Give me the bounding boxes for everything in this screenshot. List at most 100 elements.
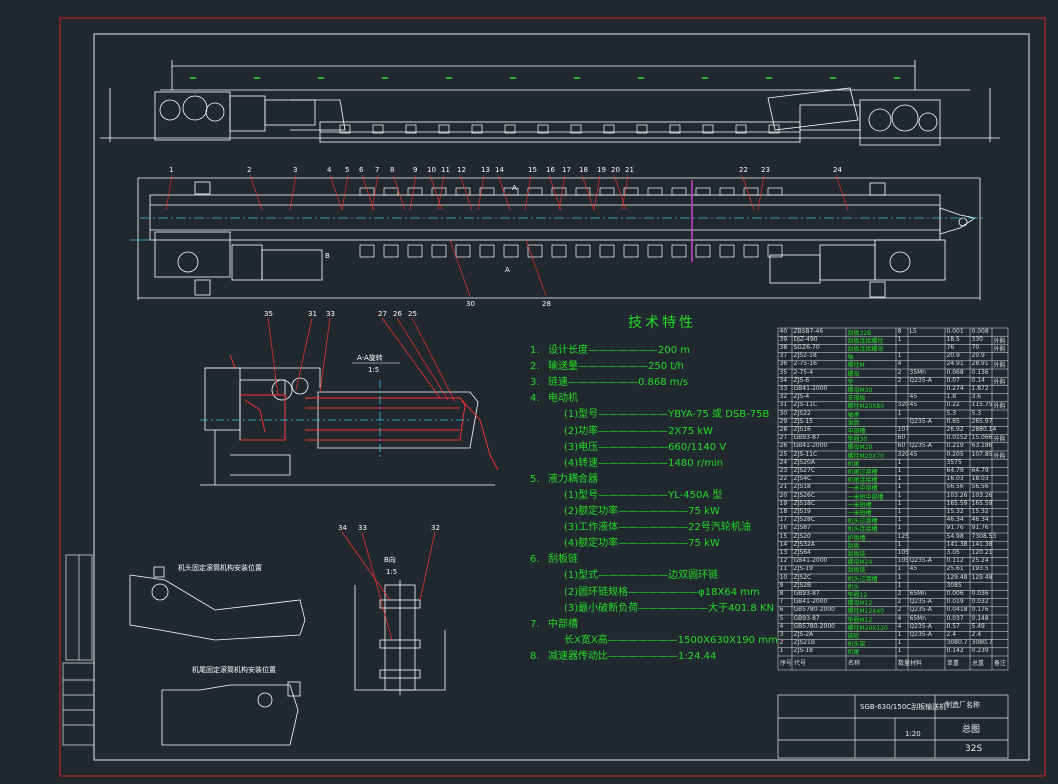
title-block-company: 制造厂名称 [945, 701, 980, 709]
bom-cell: 3.05 [946, 548, 960, 556]
bom-cell: 107 [897, 425, 909, 433]
bom-cell: 16 [779, 524, 788, 532]
bom-cell: 10 [779, 573, 788, 581]
bom-cell: 30 [779, 409, 788, 417]
bom-cell: 165.59 [946, 499, 968, 507]
spec-leader-dash: ——————— [618, 506, 689, 517]
bom-cell: 32 [779, 393, 788, 401]
part-label: 5 [345, 166, 349, 174]
leader-line [621, 174, 629, 211]
spec-label: 减速器传动比 [548, 650, 608, 662]
bom-cell: Q235-A [909, 622, 932, 630]
bom-cell: 103.26 [946, 491, 968, 499]
bom-cell: ZJS18 [793, 483, 811, 491]
bom-cell: 0.032 [971, 598, 989, 606]
bom-cell: 螺母M24 [847, 559, 873, 567]
spec-value: 75 kW [688, 538, 720, 550]
spec-value: φ18X64 mm [698, 586, 760, 598]
bom-cell: 24 [779, 458, 788, 466]
spec-label: 链速 [548, 377, 568, 389]
spec-leader-dash: ——————— [598, 457, 669, 469]
tail-detail [161, 681, 301, 746]
bom-cell: 机尾 [847, 460, 860, 468]
bom-cell: 0.239 [971, 647, 989, 655]
spec-row: 7.中部槽 [530, 619, 578, 631]
part-label: 19 [597, 166, 606, 174]
bom-cell: 0.008 [971, 327, 989, 335]
section-part-label: 35 [264, 310, 273, 318]
note-tail: 机尾固定滚筒机构安装位置 [192, 665, 276, 674]
bom-header-cell: 备注 [994, 660, 1007, 667]
section-part-label: 25 [408, 310, 417, 318]
spec-value: 22号汽轮机油 [688, 522, 751, 534]
bom-cell: 5.49 [971, 622, 985, 630]
bom-cell: 螺栓M20X70 [847, 452, 885, 460]
bom-cell: 刮板连接螺栓 [847, 337, 884, 345]
bom-cell: 40 [779, 327, 788, 335]
spec-value: 1500X630X190 mm [677, 634, 778, 646]
spec-row: (3)最小破断负荷 ——————— 大于401.8 KN [546, 603, 774, 615]
bom-cell: 15.32 [971, 507, 989, 515]
pad-top [695, 187, 711, 196]
bom-cell: 27 [779, 434, 788, 442]
bom-cell: 45 [909, 401, 918, 409]
bom-cell: 16.03 [946, 475, 964, 483]
top-bolt [504, 124, 516, 134]
bom-cell: 支撑板 [847, 395, 866, 403]
spec-value: 660/1140 V [668, 441, 727, 453]
bom-cell: 45 [909, 393, 918, 401]
bom-cell: 0.112 [946, 557, 964, 565]
bom-cell: GB5780-2000 [793, 622, 835, 630]
bom-cell: 1.8 [946, 393, 957, 401]
section-aa-red [229, 354, 499, 471]
part-label: 23 [761, 166, 770, 174]
bom-cell: 1 [897, 516, 902, 524]
bom-cell: L5 [909, 327, 917, 335]
section-b [354, 580, 446, 695]
bom-cell: 25 [779, 450, 788, 458]
bom-cell: 5.3 [971, 409, 982, 417]
spec-number: 2. [530, 361, 540, 373]
bom-cell: 105 [897, 548, 909, 556]
bom-cell: 15.32 [946, 507, 964, 515]
pad-top [359, 187, 375, 196]
bom-cell: 0.274 [946, 384, 964, 392]
bom-cell: ZJS27C [793, 466, 816, 474]
bom-cell: 24.91 [946, 360, 964, 368]
leader-line [497, 174, 511, 211]
bom-cell: 2-75-16 [793, 360, 817, 368]
part-label: 24 [833, 166, 842, 174]
marker-a-bottom: A [505, 266, 510, 274]
bom-cell: 2-75-4 [793, 368, 814, 376]
section-part-label: 33 [326, 310, 335, 318]
bom-cell: ZJS-18 [793, 647, 814, 655]
section-b-leaders [341, 531, 436, 641]
left-revision-strip [62, 554, 95, 746]
bom-cell: 38 [779, 343, 788, 351]
spec-number: 8. [530, 650, 540, 662]
leader-line [477, 174, 485, 211]
bom-cell: 垫圈12 [847, 591, 868, 599]
spec-value: YBYA-75 或 DSB-75B [668, 409, 770, 421]
spec-value: 75 kW [688, 506, 720, 517]
leader-line [409, 174, 417, 211]
bom-cell: 外购 [993, 436, 1006, 444]
bom-cell: 165.59 [971, 499, 993, 507]
section-aa-leaders [267, 317, 456, 403]
bom-cell: 320 [897, 450, 909, 458]
spec-row: (1)型号 ——————— YL-450A 型 [546, 490, 722, 502]
bom-cell: 7 [779, 598, 784, 606]
spec-row: (4)转速 ——————— 1480 r/min [546, 458, 723, 470]
pad-top [719, 187, 735, 196]
pad-top [407, 187, 423, 196]
pad-top [575, 187, 591, 196]
main-view-pads [359, 187, 783, 258]
bom-cell: GB93-87 [793, 589, 820, 597]
leader-line [593, 174, 601, 211]
top-bolt [438, 124, 450, 134]
bom-cell: 螺母M20 [847, 444, 873, 452]
spec-leader-dash: ——————— [588, 345, 658, 356]
bom-cell: 22 [779, 475, 788, 483]
spec-label: 长X宽X高 [564, 634, 608, 646]
section-aa-centerline [200, 380, 470, 460]
